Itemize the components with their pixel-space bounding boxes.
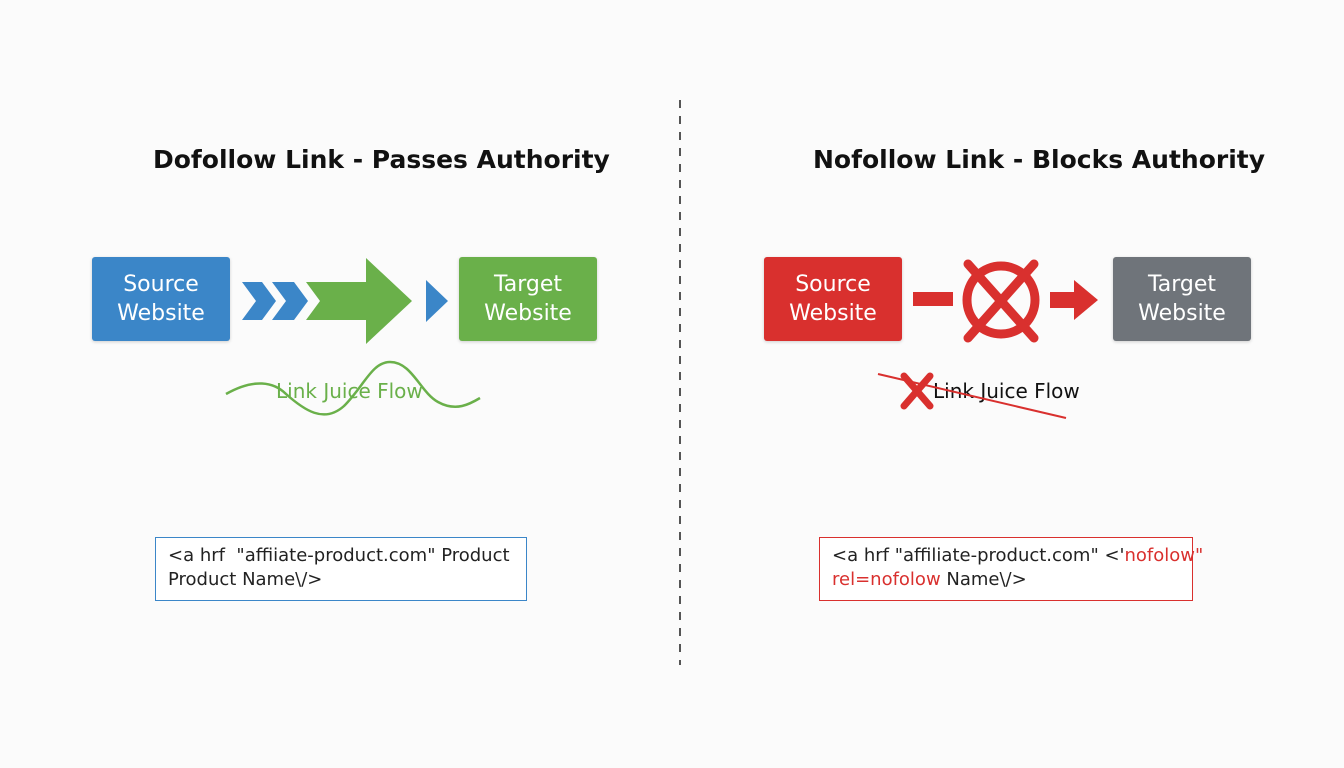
- blocked-arrow-icon: [1050, 280, 1098, 320]
- chevron-2-icon: [272, 282, 308, 320]
- block-circle-icon: [962, 261, 1040, 339]
- nofollow-blocked-flow: [913, 259, 1098, 343]
- dofollow-code-line-1: <a hrf "affiiate-product.com" Product: [168, 545, 510, 566]
- nofollow-source-label-1: Source: [795, 272, 871, 297]
- block-x-line-2: [963, 259, 1039, 343]
- chevron-1-icon: [242, 282, 276, 320]
- nofollow-code-suffix: Name\/>: [940, 569, 1027, 590]
- nofollow-source-box: Source Website: [764, 257, 902, 341]
- big-arrow-icon: [306, 258, 412, 344]
- dofollow-code-box: <a hrf "affiiate-product.com" Product Pr…: [155, 537, 527, 601]
- nofollow-code-highlight-1: nofolow": [1124, 545, 1204, 566]
- dofollow-target-box: Target Website: [459, 257, 597, 341]
- dofollow-source-label-2: Website: [117, 301, 205, 326]
- small-triangle-icon: [426, 280, 448, 322]
- center-divider: [679, 100, 681, 665]
- nofollow-code-box: <a hrf "affiliate-product.com" <'nofolow…: [819, 537, 1203, 601]
- nofollow-code-highlight-2: rel=nofolow: [832, 569, 941, 590]
- nofollow-target-box: Target Website: [1113, 257, 1251, 341]
- dofollow-target-label-2: Website: [484, 301, 572, 326]
- nofollow-code-prefix: <a hrf "affiliate-product.com" <': [832, 545, 1125, 566]
- nofollow-flow-label: Link Juice Flow: [933, 379, 1080, 403]
- dofollow-source-box: Source Website: [92, 257, 230, 341]
- strike-x-icon: [877, 372, 1067, 419]
- nofollow-code-line-2: rel=nofolow Name\/>: [832, 568, 1180, 592]
- dofollow-flow-arrows: [242, 258, 448, 344]
- nofollow-target-label-2: Website: [1138, 301, 1226, 326]
- link-juice-wave-icon: [225, 360, 481, 416]
- nofollow-source-label-2: Website: [789, 301, 877, 326]
- dofollow-title: Dofollow Link - Passes Authority: [153, 145, 610, 174]
- nofollow-title: Nofollow Link - Blocks Authority: [813, 145, 1266, 174]
- nofollow-code-line-1: <a hrf "affiliate-product.com" <'nofolow…: [832, 544, 1203, 568]
- dofollow-code-line-2: Product Name\/>: [168, 569, 323, 590]
- dofollow-source-label-1: Source: [123, 272, 199, 297]
- blocked-bar-icon: [913, 292, 953, 306]
- dofollow-target-label-1: Target: [493, 272, 563, 297]
- nofollow-target-label-1: Target: [1147, 272, 1217, 297]
- dofollow-flow-label: Link Juice Flow: [276, 379, 423, 403]
